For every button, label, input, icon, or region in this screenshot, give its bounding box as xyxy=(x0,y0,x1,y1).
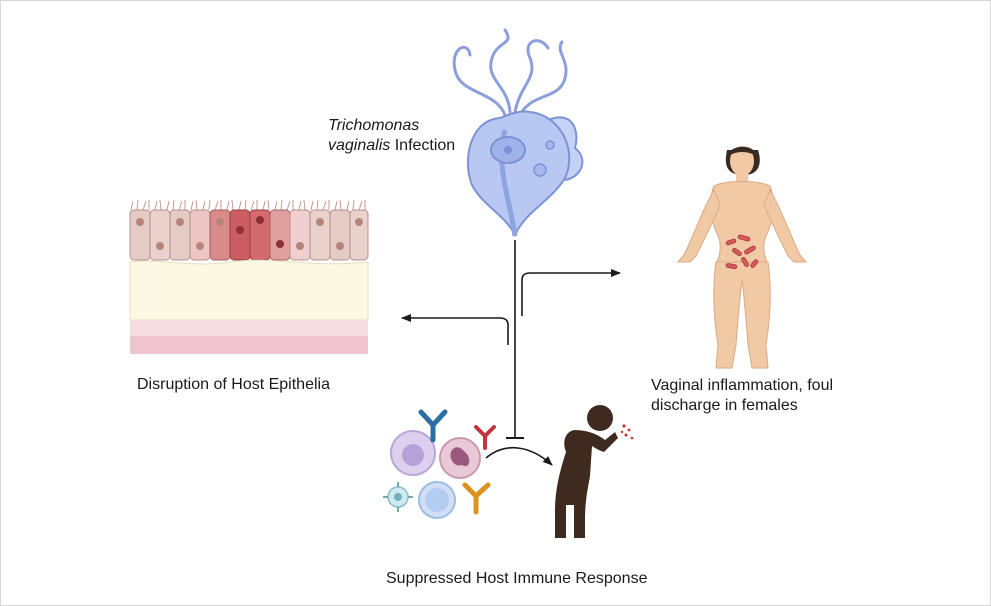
trichomonas-icon xyxy=(452,28,584,238)
pathogen-suffix: Infection xyxy=(394,137,456,154)
pathogen-label: Trichomonas vaginalis Infection xyxy=(328,116,478,156)
inflammation-label: Vaginal inflammation, foul discharge in … xyxy=(651,376,881,416)
arrow-to-immune-response xyxy=(485,446,553,466)
inflammation-label-line2: discharge in females xyxy=(651,397,798,414)
female-body-icon xyxy=(676,146,808,369)
epithelia-label: Disruption of Host Epithelia xyxy=(137,376,330,393)
immune-label: Suppressed Host Immune Response xyxy=(386,570,648,587)
arrow-to-epithelia xyxy=(401,314,509,345)
arrow-to-inflammation xyxy=(521,269,621,316)
arrows xyxy=(401,240,621,466)
epithelium-tissue-icon xyxy=(129,199,369,354)
pathogen-name: Trichomonas vaginalis xyxy=(328,117,420,154)
inflammation-label-line1: Vaginal inflammation, foul xyxy=(651,377,834,394)
sick-person-icon xyxy=(555,405,634,538)
immune-cells-icon xyxy=(383,430,481,519)
antibody-icon xyxy=(418,409,496,515)
